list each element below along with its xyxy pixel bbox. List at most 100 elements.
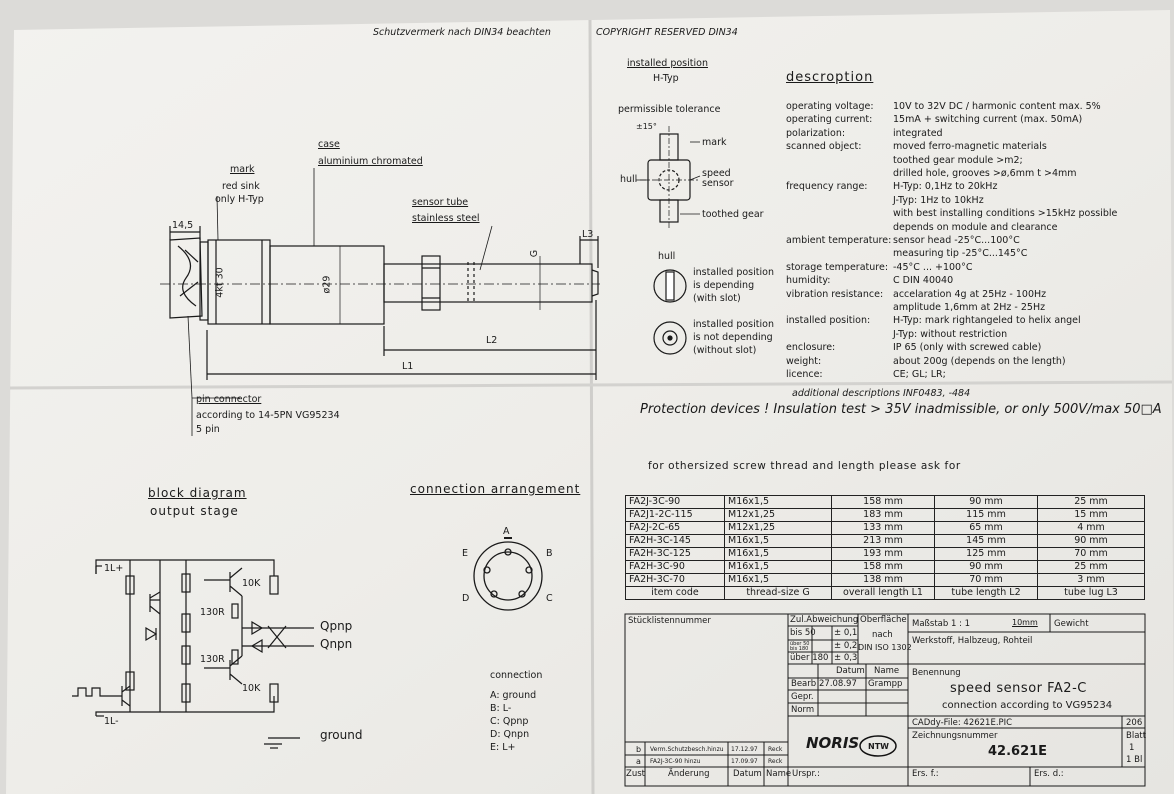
spec-label: vibration resistance: — [786, 288, 884, 300]
pin-b: B — [546, 548, 553, 559]
spec-value: J-Typ: without restriction — [893, 328, 1008, 340]
spec-value: sensor head -25°C...100°C — [893, 235, 1020, 246]
pin-connector-count: 5 pin — [196, 424, 220, 435]
connector-face — [473, 537, 543, 611]
installed-position-label: installed position — [627, 58, 708, 69]
indep-line-3: (without slot) — [693, 345, 757, 356]
dim-l1: L1 — [402, 361, 414, 372]
speed-label: speed — [702, 168, 731, 179]
table-cell: 133 mm — [831, 521, 935, 535]
spec-value: C DIN 40040 — [893, 275, 954, 287]
footer-cell: Datum — [733, 769, 762, 779]
bearb-date: 27.08.97 — [819, 679, 857, 689]
spec-label: enclosure: — [786, 342, 836, 354]
legend-c: C: Qpnp — [490, 716, 529, 727]
spec-value: H-Typ: 0,1Hz to 20kHz — [893, 181, 998, 193]
position-sketch — [636, 126, 701, 355]
table-cell: M12x1,25 — [724, 508, 832, 522]
dep-line-3: (with slot) — [693, 293, 741, 304]
table-cell: M16x1,5 — [724, 573, 832, 587]
table-cell: 25 mm — [1037, 560, 1145, 574]
spec-value: drilled hole, grooves >ø,6mm t >4mm — [893, 168, 1077, 179]
benennung-label: Benennung — [912, 668, 961, 678]
table-cell: 90 mm — [934, 560, 1038, 574]
norm-label: Norm — [791, 705, 815, 715]
ground-label: ground — [320, 728, 363, 742]
cad-file: CADdy-File: 42621E.PIC — [912, 718, 1013, 728]
scale-bar-label: 10mm — [1012, 618, 1038, 627]
mark-desc-2: only H-Typ — [215, 194, 264, 205]
footer-cell: Name — [766, 769, 792, 779]
mark-desc-1: red sink — [222, 181, 260, 192]
surface-din: DIN ISO 1302 — [858, 643, 912, 652]
table-cell: 15 mm — [1037, 508, 1145, 522]
spec-value: measuring tip -25°C...145°C — [893, 248, 1028, 260]
spec-value: J-Typ: 1Hz to 10kHz — [893, 194, 984, 206]
schematic — [72, 559, 314, 749]
dim-l2: L2 — [486, 335, 498, 346]
mark-pointer-label: mark — [702, 137, 727, 148]
item-table-header: item code thread-size G overall length L… — [625, 586, 1145, 600]
tube-label: sensor tube — [412, 197, 469, 208]
dim-g: G — [529, 249, 541, 258]
blatt-label: Blatt — [1126, 731, 1147, 741]
spec-label: licence: — [786, 369, 823, 380]
table-cell: 193 mm — [831, 547, 935, 561]
tol-03: ± 0,3 — [834, 653, 858, 663]
table-cell: 138 mm — [831, 573, 935, 587]
scale-label: Maßstab 1 : 1 — [912, 619, 971, 629]
additional-descriptions: additional descriptions INF0483, -484 — [792, 388, 971, 399]
spec-value: amplitude 1,6mm at 2Hz - 25Hz — [893, 302, 1046, 313]
bearb-label: Bearb — [791, 679, 817, 689]
resistor-130r-top: 130R — [200, 607, 225, 618]
table-cell: 145 mm — [934, 534, 1038, 548]
change-cell: FA2J-3C-90 hinzu — [650, 758, 701, 765]
change-cell: b — [636, 745, 642, 754]
indep-line-1: installed position — [693, 319, 774, 330]
table-cell: M16x1,5 — [724, 495, 832, 509]
copyright-note: COPYRIGHT RESERVED DIN34 — [596, 27, 738, 38]
title-block-grid — [624, 613, 1146, 787]
spec-value: integrated — [893, 127, 943, 139]
dim-diameter: ø29 — [321, 275, 333, 294]
table-cell: M16x1,5 — [724, 547, 832, 561]
table-cell: 65 mm — [934, 521, 1038, 535]
table-cell: M16x1,5 — [724, 534, 832, 548]
header-item-code: item code — [625, 586, 725, 600]
spec-label: frequency range: — [786, 181, 868, 193]
hull-label-2: hull — [658, 251, 676, 262]
tolerance-angle: ±15° — [636, 122, 657, 131]
connection-legend-title: connection — [490, 670, 543, 681]
drawing-number-label: Zeichnungsnummer — [912, 731, 998, 741]
spec-value: IP 65 (only with screwed cable) — [893, 342, 1042, 354]
spec-value: toothed gear module >m2; — [893, 154, 1023, 166]
case-material: aluminium chromated — [318, 156, 423, 167]
table-cell: 25 mm — [1037, 495, 1145, 509]
footer-cell: Ers. f.: — [912, 769, 939, 779]
spec-label: weight: — [786, 355, 822, 367]
table-cell: 158 mm — [831, 495, 935, 509]
protection-warning: Protection devices ! Insulation test > 3… — [640, 402, 1162, 417]
table-cell: FA2J1-2C-115 — [625, 508, 725, 522]
table-cell: 70 mm — [934, 573, 1038, 587]
description-title: descroption — [786, 70, 874, 85]
sensor-label: sensor — [702, 178, 734, 189]
table-cell: FA2H-3C-145 — [625, 534, 725, 548]
spec-value: with best installing conditions >15kHz p… — [893, 208, 1118, 220]
output-qpnp: Qpnp — [320, 619, 353, 633]
weight-label: Gewicht — [1054, 619, 1089, 629]
company-logo-mark: NTW — [868, 742, 889, 751]
table-cell: 125 mm — [934, 547, 1038, 561]
connection-arrangement-title: connection arrangement — [410, 482, 581, 496]
dim-hex: 4kt 30 — [214, 267, 226, 298]
spec-label: scanned object: — [786, 141, 862, 153]
dim-l3: L3 — [582, 229, 594, 240]
spec-label: ambient temperature: — [786, 235, 892, 246]
sensor-drawing — [160, 168, 600, 436]
footer-cell: Zust — [626, 769, 645, 779]
dep-line-1: installed position — [693, 267, 774, 278]
change-cell: Reck — [768, 758, 783, 765]
